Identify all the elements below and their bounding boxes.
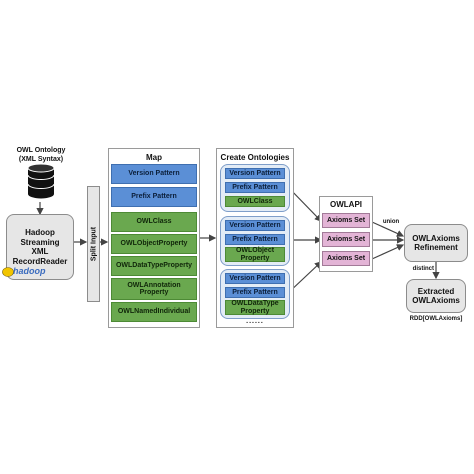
map-owlobjectproperty: OWLObjectProperty [111,234,197,254]
group2-prefix-pattern: Prefix Pattern [225,234,285,245]
extracted-label-line1: Extracted [417,286,455,296]
hadoop-logo-text: hadoop [13,266,46,276]
axioms-set-3: Axioms Set [322,251,370,266]
elephant-icon [2,267,14,277]
create-ellipsis: ...... [246,318,264,325]
group2-owlobject-property: OWLObject Property [225,247,285,262]
reader-label-line1: Hadoop [25,228,55,237]
map-owlnamedindividual: OWLNamedIndividual [111,302,197,322]
hadoop-record-reader-box: Hadoop Streaming XML RecordReader [6,214,74,280]
database-icon [27,164,55,199]
axioms-set-1: Axioms Set [322,213,370,228]
distinct-label: distinct [412,266,434,272]
arrow-axioms3-to-refine [371,244,405,260]
map-owlclass: OWLClass [111,212,197,232]
group3-prefix-pattern: Prefix Pattern [225,287,285,298]
rdd-label: RDD[OWLAxioms] [409,316,463,322]
group3-owldatatype-property: OWLDataType Property [225,300,285,315]
group1-owlclass: OWLClass [225,196,285,207]
map-owldatatypeproperty: OWLDataTypeProperty [111,256,197,276]
map-version-pattern: Version Pattern [111,164,197,184]
split-input-bar: Split Input [87,186,100,302]
map-owlannotation-property: OWLAnnotation Property [111,278,197,300]
ontology-label-line1: OWL Ontology [16,147,66,154]
reader-label-line4: RecordReader [12,256,68,266]
group3-version-pattern: Version Pattern [225,273,285,284]
ontology-label-line2: (XML Syntax) [18,156,64,163]
reader-label-line3: XML [31,247,49,256]
group1-prefix-pattern: Prefix Pattern [225,182,285,193]
map-title: Map [146,153,162,162]
split-input-label: Split Input [90,226,97,262]
group2-version-pattern: Version Pattern [225,220,285,231]
union-label: union [382,219,400,225]
owlapi-title: OWLAPI [330,200,362,209]
refinement-label-line1: OWLAxioms [412,233,460,243]
hadoop-logo: hadoop [2,266,48,278]
extracted-label-line2: OWLAxioms [412,296,460,305]
arrow-axioms1-to-refine [371,221,405,237]
reader-label-line2: Streaming [20,237,60,247]
extracted-owlaxioms-box: Extracted OWLAxioms [406,279,466,313]
ontology-label: OWL Ontology (XML Syntax) [4,146,78,164]
refinement-label-line2: Refinement [414,243,458,252]
owlaxioms-refinement-box: OWLAxioms Refinement [404,224,468,262]
group1-version-pattern: Version Pattern [225,168,285,179]
create-ontologies-title: Create Ontologies [220,153,290,162]
axioms-set-2: Axioms Set [322,232,370,247]
map-prefix-pattern: Prefix Pattern [111,187,197,207]
